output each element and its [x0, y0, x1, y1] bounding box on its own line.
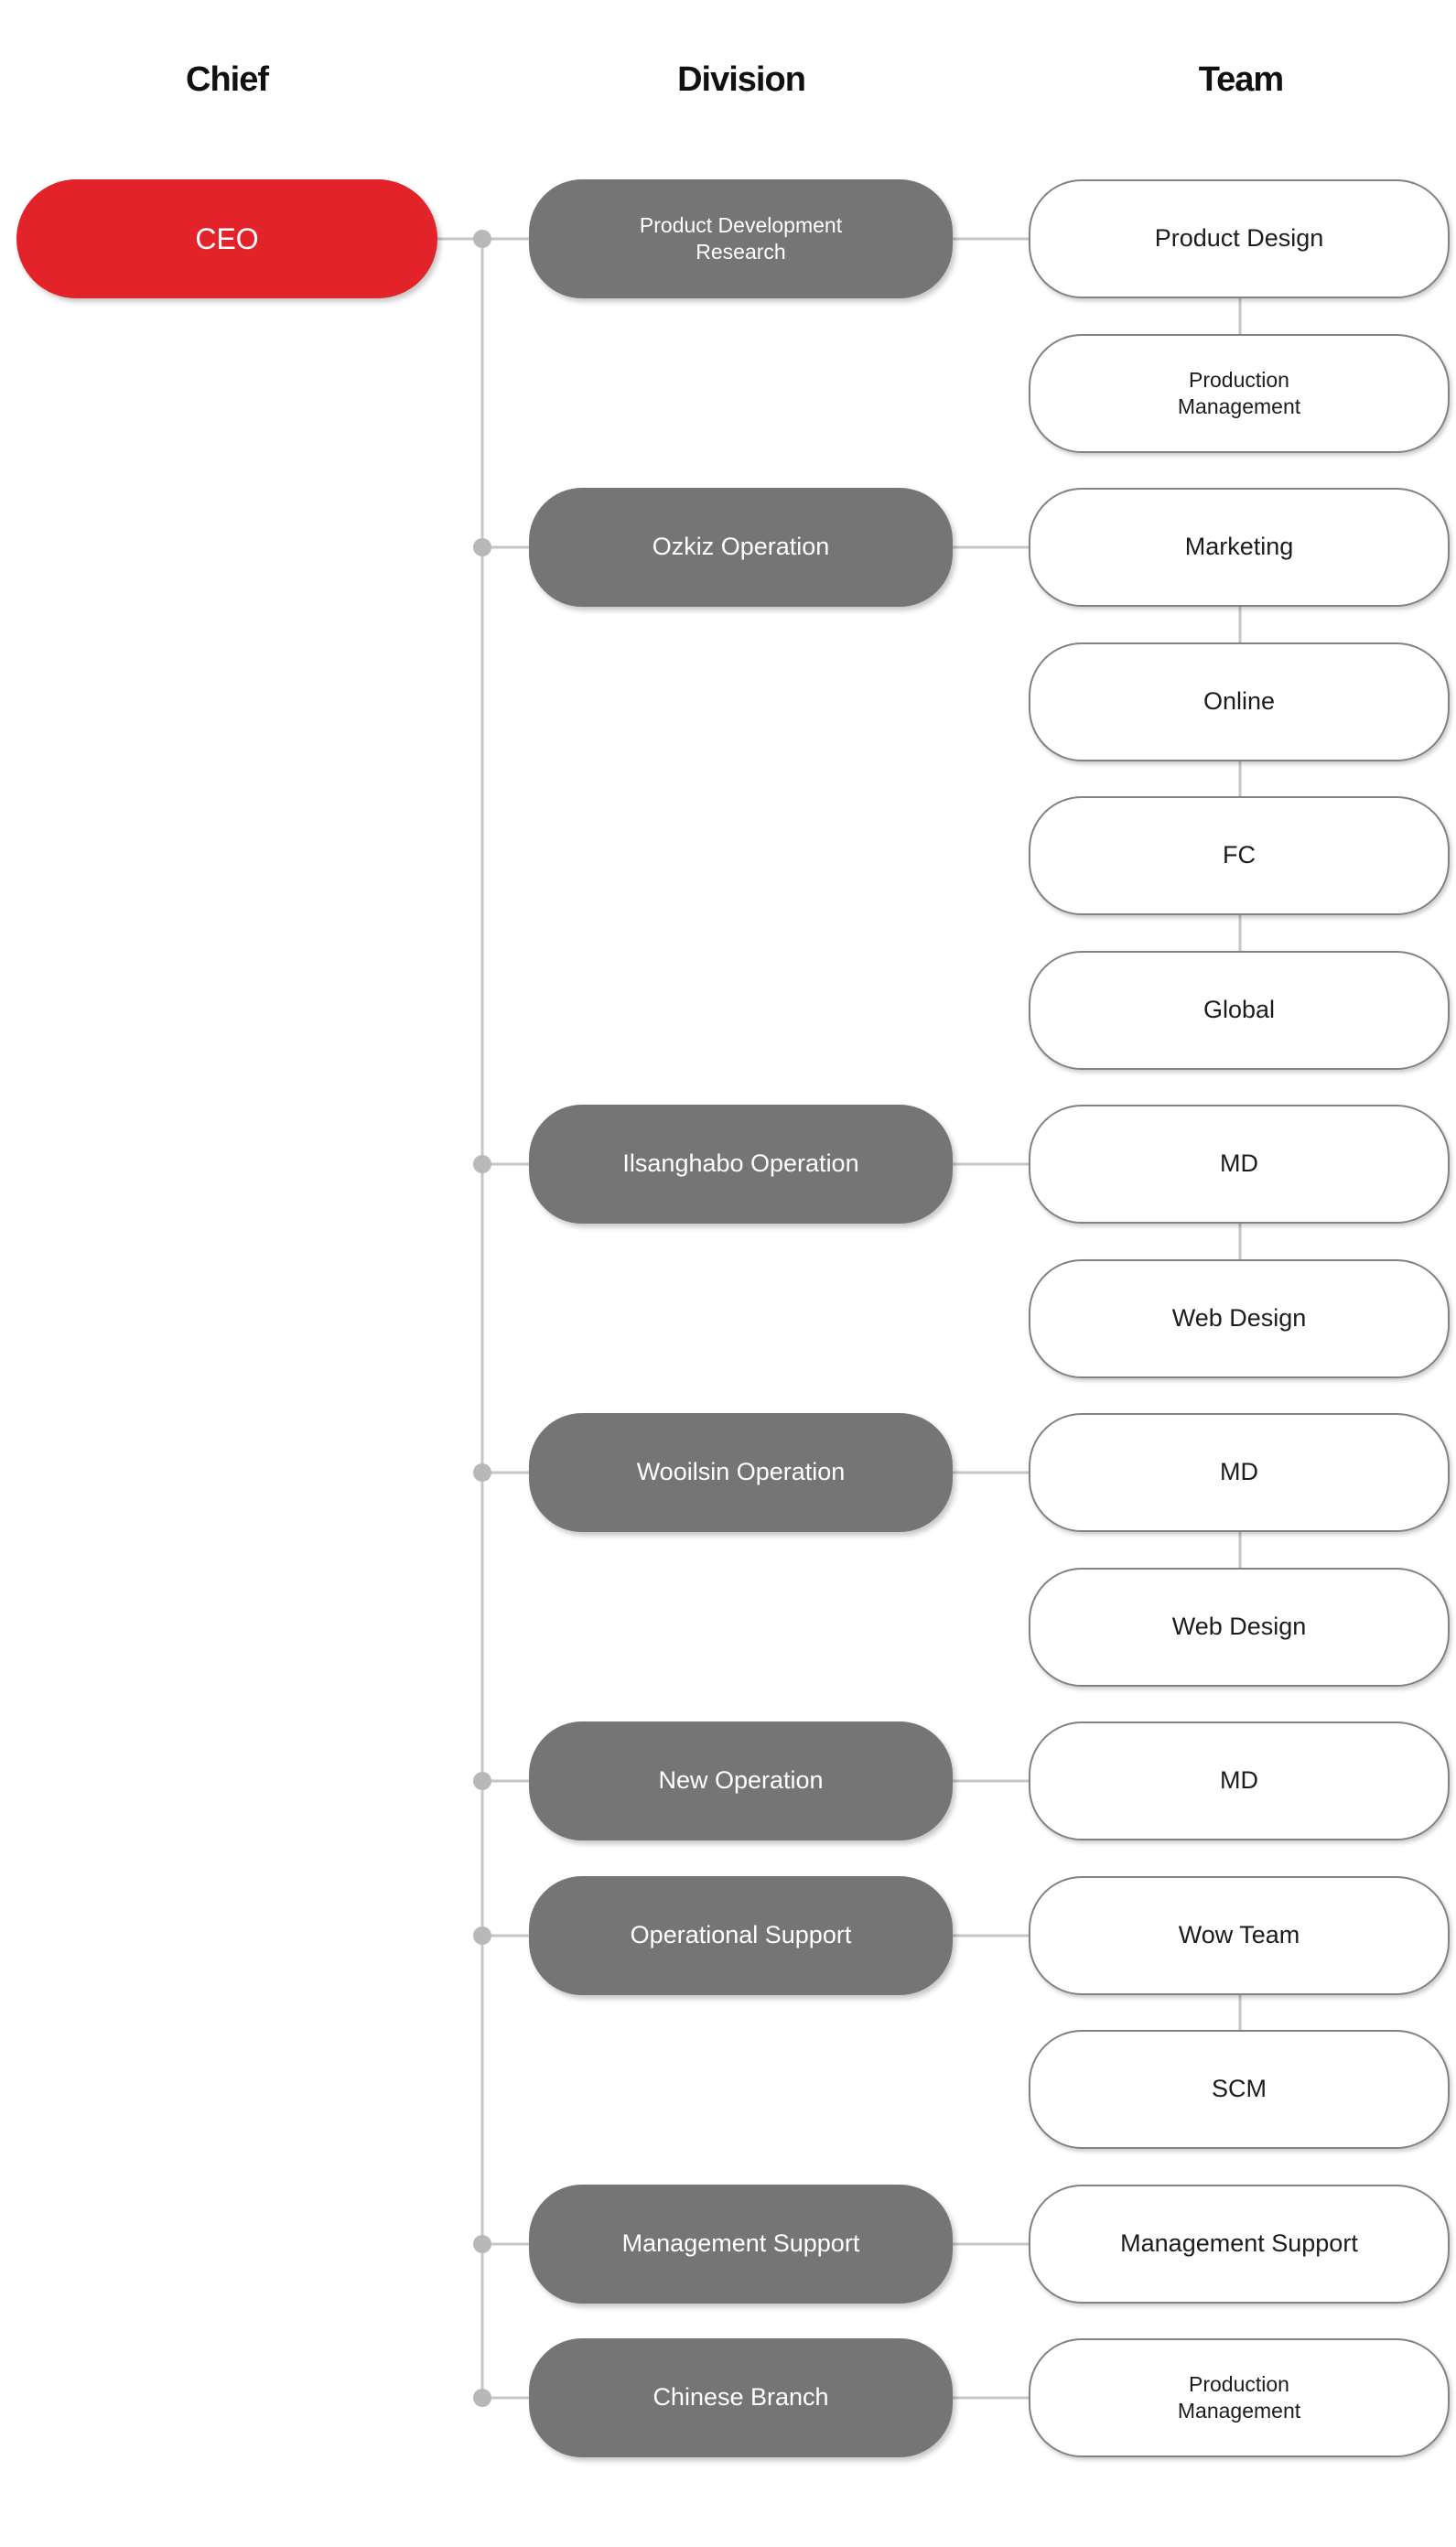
org-node-team-online: Online — [1029, 642, 1450, 761]
org-node-division-chinese-branch: Chinese Branch — [529, 2338, 953, 2457]
org-node-team-wow-team: Wow Team — [1029, 1876, 1450, 1995]
org-node-division-new-operation: New Operation — [529, 1721, 953, 1840]
junction-dot — [473, 538, 491, 556]
org-node-team-ilsanghabo-web-design: Web Design — [1029, 1259, 1450, 1378]
org-node-team-production-management: Production Management — [1029, 334, 1450, 453]
column-header-team: Team — [1198, 60, 1284, 99]
org-node-team-chinese-production-management: Production Management — [1029, 2338, 1450, 2457]
org-node-ceo: CEO — [16, 179, 437, 298]
org-node-team-marketing: Marketing — [1029, 488, 1450, 607]
org-node-division-management-support: Management Support — [529, 2185, 953, 2304]
org-node-division-product-development-research: Product Development Research — [529, 179, 953, 298]
org-node-division-ilsanghabo-operation: Ilsanghabo Operation — [529, 1105, 953, 1224]
junction-dots — [473, 230, 491, 2407]
org-node-team-new-operation-md: MD — [1029, 1721, 1450, 1840]
org-node-team-fc: FC — [1029, 796, 1450, 915]
org-node-team-wooilsin-web-design: Web Design — [1029, 1568, 1450, 1687]
junction-dot — [473, 1772, 491, 1790]
org-node-team-product-design: Product Design — [1029, 179, 1450, 298]
org-node-team-management-support: Management Support — [1029, 2185, 1450, 2304]
org-node-team-global: Global — [1029, 951, 1450, 1070]
org-node-division-operational-support: Operational Support — [529, 1876, 953, 1995]
junction-dot — [473, 1155, 491, 1173]
junction-dot — [473, 1926, 491, 1945]
junction-dot — [473, 2389, 491, 2407]
org-node-team-scm: SCM — [1029, 2030, 1450, 2149]
org-node-team-wooilsin-md: MD — [1029, 1413, 1450, 1532]
junction-dot — [473, 230, 491, 248]
column-header-division: Division — [677, 60, 806, 99]
junction-dot — [473, 1463, 491, 1482]
column-header-chief: Chief — [186, 60, 269, 99]
org-node-division-ozkiz-operation: Ozkiz Operation — [529, 488, 953, 607]
junction-dot — [473, 2235, 491, 2253]
org-node-division-wooilsin-operation: Wooilsin Operation — [529, 1413, 953, 1532]
org-node-team-ilsanghabo-md: MD — [1029, 1105, 1450, 1224]
